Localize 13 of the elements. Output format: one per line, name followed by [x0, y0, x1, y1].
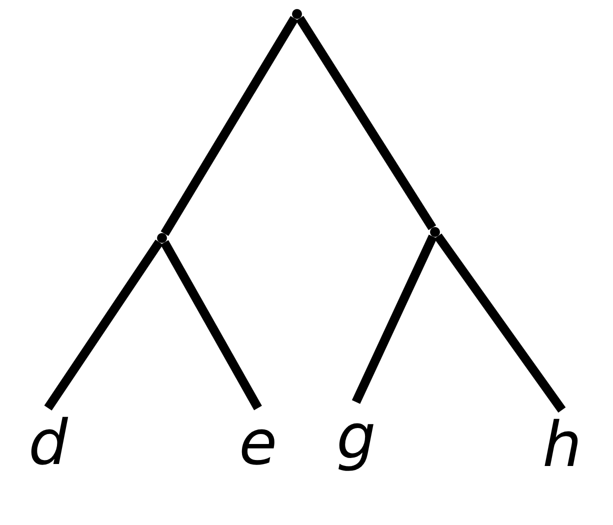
branch-point [292, 9, 302, 19]
branch-point [157, 233, 167, 243]
leaf-label: e [239, 408, 278, 478]
leaf-label: h [542, 410, 582, 480]
tree-branch [296, 16, 436, 230]
tree-branch [160, 240, 262, 410]
tree-branch [44, 240, 163, 410]
tree-branch [352, 234, 437, 404]
branch-point [430, 227, 440, 237]
tree-branch [160, 16, 298, 236]
leaf-label: g [336, 402, 376, 472]
tree-branch [434, 233, 566, 413]
leaf-label: d [28, 408, 68, 478]
